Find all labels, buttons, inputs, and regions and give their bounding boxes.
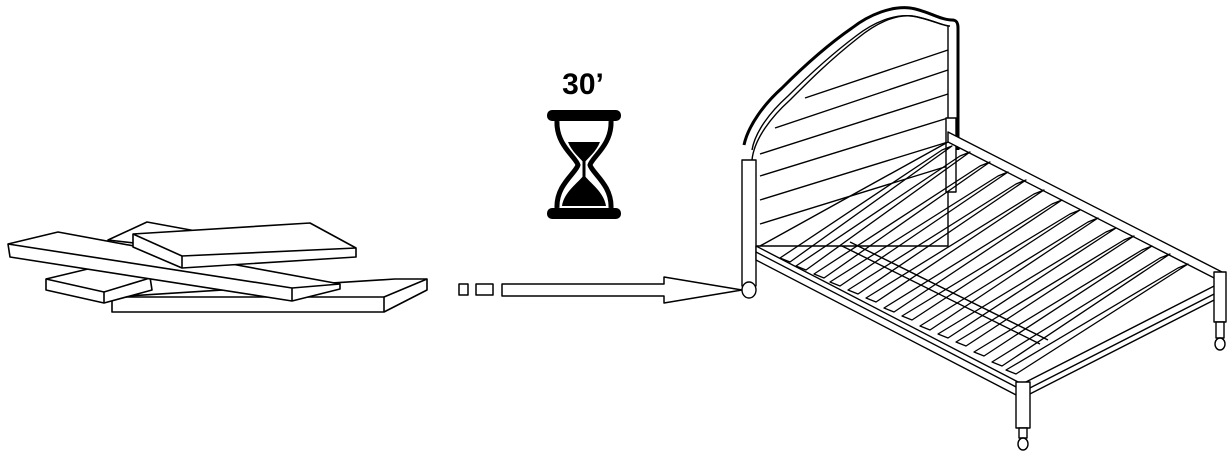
dashed-arrow-icon bbox=[458, 276, 743, 304]
stacked-boards-icon bbox=[7, 221, 428, 313]
assembled-bed-icon bbox=[741, 6, 1227, 451]
hourglass-icon bbox=[547, 110, 621, 219]
assembly-time-label: 30’ bbox=[562, 68, 604, 101]
